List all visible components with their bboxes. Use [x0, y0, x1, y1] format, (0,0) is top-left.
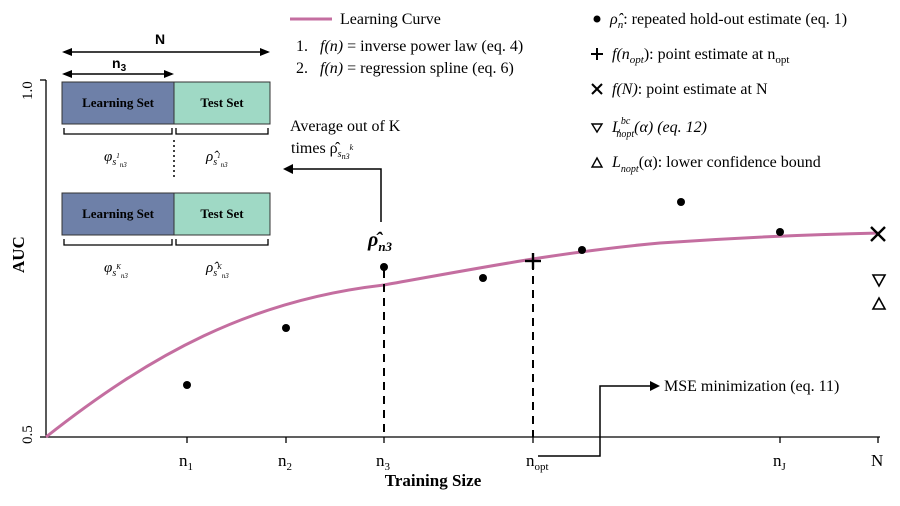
mse-arrow-head — [650, 381, 660, 391]
learning-curve — [45, 231, 881, 439]
phi-label-K: φsKn3 — [104, 260, 128, 280]
x-tick-label-n2: n2 — [278, 451, 292, 473]
learning-set-block-1 — [61, 81, 175, 125]
n3-span-label: n3 — [112, 55, 127, 74]
legend-f-nopt: f(nopt): point estimate at nopt — [612, 46, 789, 66]
legend-item-1: 1.f(n)= inverse power law (eq. 4) — [296, 38, 523, 55]
data-point — [776, 228, 784, 236]
mse-arrow — [538, 385, 652, 457]
plus-icon — [591, 48, 603, 60]
legend-f-N: f(N): point estimate at N — [612, 81, 768, 98]
x-tick-label-n3: n3 — [376, 451, 391, 473]
data-points — [183, 198, 784, 389]
curve-legend-label: Learning Curve — [340, 11, 441, 28]
phi-label-1: φs1n3 — [104, 149, 127, 169]
test-set-block-1 — [173, 81, 271, 125]
y-axis-label: AUC — [9, 236, 28, 273]
data-point — [183, 381, 191, 389]
x-tick-label-nopt: nopt — [526, 451, 549, 473]
curve-legend: Learning Curve 1.f(n)= inverse power law… — [290, 11, 523, 77]
y-tick-label-bottom: 0.5 — [20, 425, 36, 444]
data-point — [380, 263, 388, 271]
y-tick-label-top: 1.0 — [20, 81, 36, 100]
legend-l: Lnopt(α): lower confidence bound — [611, 154, 821, 175]
test-set-label-1: Test Set — [200, 95, 244, 110]
learning-set-block-K — [61, 192, 175, 236]
up-triangle-icon — [590, 156, 604, 168]
dot-icon — [593, 15, 601, 23]
average-label-line1: Average out of K — [290, 118, 401, 135]
data-point — [578, 246, 586, 254]
average-arrow-head — [283, 164, 293, 174]
test-set-block-K — [173, 192, 271, 236]
down-triangle-icon — [590, 123, 604, 134]
legend-item-2: 2.f(n)= regression spline (eq. 6) — [296, 60, 514, 77]
x-tick-label-n1: n1 — [179, 451, 193, 473]
learning-set-label-1: Learning Set — [82, 95, 155, 110]
rho-label-1: ρ̂s1n3 — [205, 149, 228, 169]
data-point — [677, 198, 685, 206]
x-axis-label: Training Size — [385, 471, 482, 490]
x-tick-label-nJ: nJ — [773, 451, 787, 473]
l-up-triangle-marker — [871, 296, 887, 310]
rho-n3-label: ρ̂n3 — [367, 229, 393, 254]
x-tick-label-N: N — [871, 451, 883, 470]
nopt-plus-marker — [525, 253, 541, 269]
brace-test-K — [175, 239, 269, 246]
lbc-down-triangle-marker — [871, 274, 887, 288]
brace-test-1 — [175, 128, 269, 135]
brace-learning-1 — [63, 128, 173, 135]
N-cross-marker — [870, 226, 886, 242]
data-split-inset: N n3 Learning Set Test Set φs1n3 ρ̂s1n3 … — [61, 31, 271, 280]
test-set-label-K: Test Set — [200, 206, 244, 221]
rho-label-K: ρ̂sKn3 — [205, 260, 229, 280]
mse-label: MSE minimization (eq. 11) — [664, 378, 839, 395]
N-span-label: N — [155, 31, 165, 47]
average-arrow — [291, 168, 382, 222]
legend-rho-n: ρ̂n: repeated hold-out estimate (eq. 1) — [609, 11, 847, 31]
marker-legend: ρ̂n: repeated hold-out estimate (eq. 1) … — [590, 11, 847, 175]
data-point — [282, 324, 290, 332]
data-point — [479, 274, 487, 282]
cross-icon — [591, 83, 603, 95]
learning-set-label-K: Learning Set — [82, 206, 155, 221]
x-ticks — [186, 437, 879, 443]
brace-learning-K — [63, 239, 173, 246]
average-label-line2: times ρ̂sn3k — [291, 140, 354, 161]
